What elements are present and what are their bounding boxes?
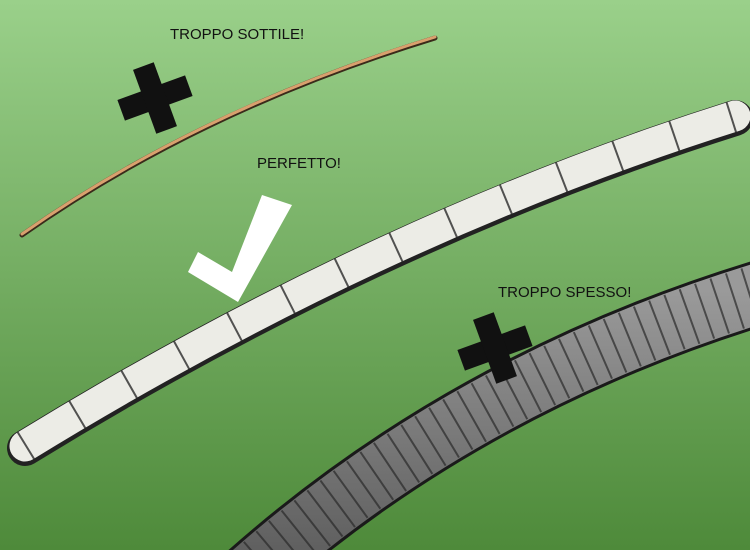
perfect-rope bbox=[7, 100, 750, 466]
too-thick-label: TROPPO SPESSO! bbox=[498, 284, 632, 301]
thick-rope bbox=[228, 261, 750, 550]
too-thin-label: TROPPO SOTTILE! bbox=[170, 26, 305, 43]
perfect-label: PERFETTO! bbox=[257, 155, 341, 172]
x-mark-icon bbox=[117, 62, 193, 134]
check-mark-icon bbox=[188, 195, 292, 302]
thin-rope bbox=[19, 35, 438, 238]
x-mark-icon bbox=[457, 312, 533, 384]
